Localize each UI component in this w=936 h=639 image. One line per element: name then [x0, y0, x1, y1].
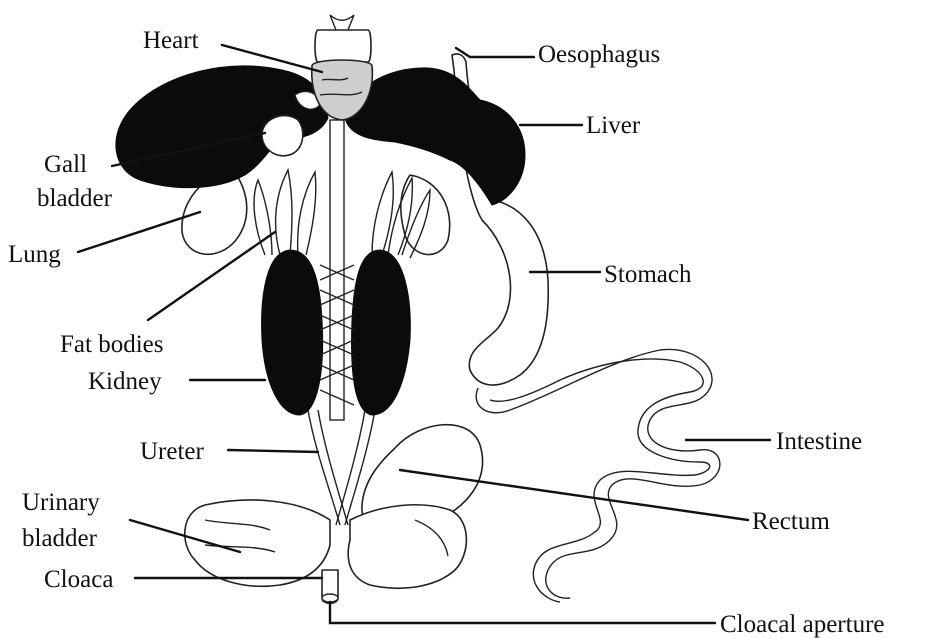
urinary-bladder-right: [348, 505, 466, 588]
label-intestine: Intestine: [776, 428, 862, 455]
label-gall-bladder-line2: bladder: [37, 185, 113, 212]
kidney-right: [352, 250, 411, 415]
label-gall-bladder-line1: Gall: [44, 151, 87, 178]
label-fat-bodies: Fat bodies: [60, 331, 163, 358]
label-liver: Liver: [586, 112, 641, 139]
ureter-left: [308, 410, 348, 525]
leader-cloacal-aperture: [330, 602, 715, 623]
intestine: [476, 349, 720, 598]
aortic-arches: [330, 15, 354, 30]
label-stomach: Stomach: [604, 261, 692, 288]
label-rectum: Rectum: [752, 508, 830, 535]
kidney-left: [262, 250, 323, 415]
label-heart: Heart: [143, 27, 199, 54]
leader-ureter: [228, 450, 318, 452]
label-urinary-bladder-line1: Urinary: [22, 489, 100, 516]
label-lung: Lung: [8, 241, 61, 268]
label-cloaca: Cloaca: [44, 566, 113, 593]
label-ureter: Ureter: [140, 438, 205, 465]
gall-bladder: [262, 116, 303, 156]
intestine-inner: [490, 359, 710, 602]
liver-right-lobe: [345, 68, 525, 205]
label-kidney: Kidney: [88, 368, 162, 395]
leader-oesophagus: [456, 48, 534, 57]
organ-drawing: [116, 15, 720, 603]
label-oesophagus: Oesophagus: [538, 41, 660, 68]
label-cloacal-aperture: Cloacal aperture: [720, 611, 885, 638]
label-urinary-bladder-line2: bladder: [22, 525, 98, 552]
truncus-arteriosus: [315, 30, 371, 62]
